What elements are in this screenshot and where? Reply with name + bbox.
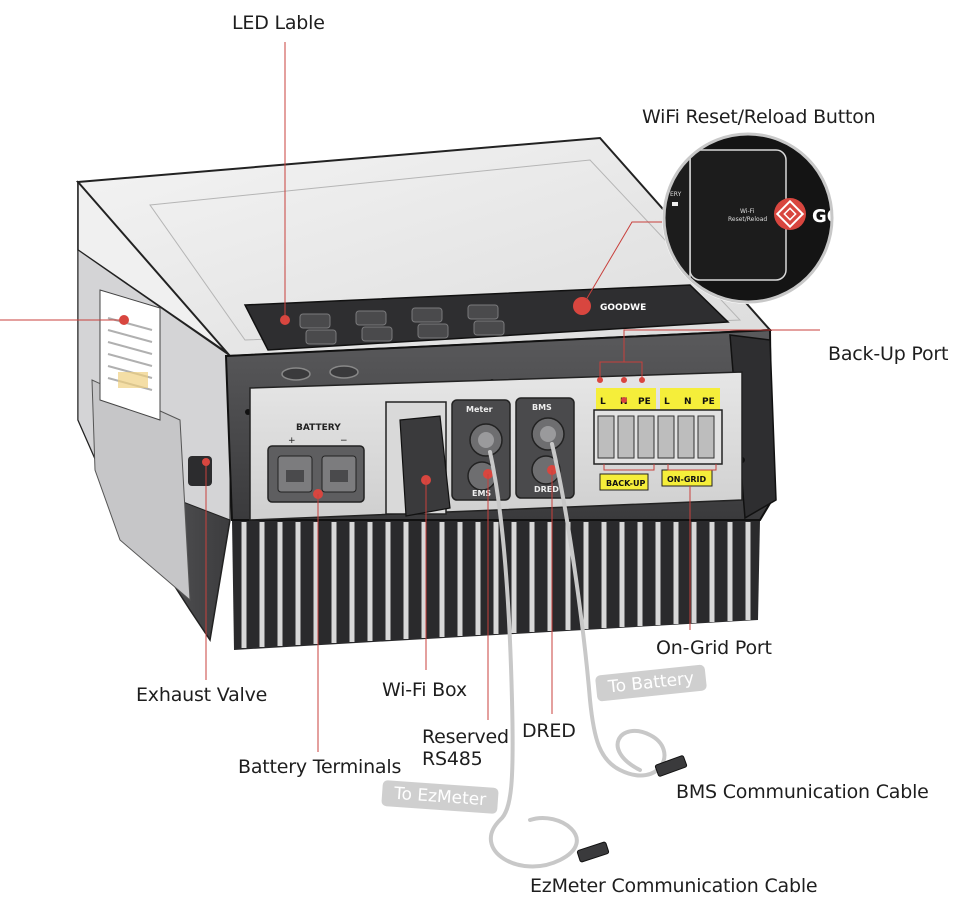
bms-port-block: BMS DRED [515, 397, 575, 499]
led-lable-label: LED Lable [232, 12, 325, 34]
side-label-dot [119, 315, 129, 325]
panel-brand: GOODWE [600, 303, 646, 313]
svg-text:ON-GRID: ON-GRID [667, 475, 707, 484]
svg-text:Wi-Fi: Wi-Fi [740, 208, 755, 215]
battery-terminal-block: BATTERY + − [267, 423, 365, 503]
battery-terminals-label: Battery Terminals [238, 756, 402, 778]
ongrid-terms-highlight [660, 388, 720, 410]
led-lable-dot [280, 315, 290, 325]
exhaust-valve-dot [202, 458, 210, 466]
wifi-box-part [385, 401, 451, 517]
inverter-top: GOODWE [75, 136, 773, 358]
heatsink [232, 520, 760, 650]
backup-under-bracket [603, 464, 655, 471]
svg-text:GO: GO [812, 206, 842, 227]
svg-text:EMS: EMS [472, 489, 491, 498]
wifi-reset-label: WiFi Reset/Reload Button [642, 106, 876, 128]
svg-text:L: L [600, 397, 606, 407]
meter-port-block: Meter EMS [451, 399, 511, 501]
wifi-box-label: Wi-Fi Box [382, 679, 467, 701]
backup-badge [599, 473, 649, 491]
svg-text:PE: PE [638, 397, 651, 407]
reserved-label: Reserved [422, 726, 509, 748]
svg-text:DRED: DRED [534, 485, 559, 494]
svg-text:+: + [288, 436, 296, 446]
backup-port-leader [623, 329, 820, 362]
svg-text:Meter: Meter [466, 405, 493, 414]
svg-text:BMS: BMS [532, 403, 552, 412]
bms-cable [550, 442, 667, 778]
terminal-cell [617, 415, 635, 459]
terminal-cell [677, 415, 695, 459]
rs485-label: RS485 [422, 748, 483, 770]
ac-terminal-block: L N PE L N PE BACK-UP ON-GRID [593, 388, 723, 491]
svg-text:L: L [664, 397, 670, 407]
backup-port-label: Back-Up Port [828, 343, 949, 365]
leader-lines [0, 42, 820, 752]
ongrid-port-label: On-Grid Port [656, 637, 772, 659]
terminal-cell [637, 415, 655, 459]
bms-cable-label: BMS Communication Cable [676, 781, 929, 803]
battery-plate-label: BATTERY [296, 423, 341, 433]
dred-label: DRED [522, 720, 576, 742]
ezmeter-cable [488, 450, 579, 869]
exhaust-valve-label: Exhaust Valve [136, 684, 268, 706]
wifi-reset-zoom: ERY Wi-Fi Reset/Reload GO [662, 132, 842, 304]
svg-text:BACK-UP: BACK-UP [606, 479, 645, 488]
svg-text:Reset/Reload: Reset/Reload [728, 216, 767, 223]
backup-bracket [599, 361, 643, 380]
terminal-cell [697, 415, 715, 459]
ongrid-under-bracket [667, 464, 717, 471]
svg-text:ERY: ERY [670, 191, 682, 198]
ezmeter-cable-label: EzMeter Communication Cable [530, 875, 818, 897]
svg-text:PE: PE [702, 397, 715, 407]
svg-text:N: N [684, 397, 692, 407]
terminal-cell [657, 415, 675, 459]
svg-text:−: − [340, 436, 348, 446]
bms-plug [654, 755, 688, 777]
terminal-cell [597, 415, 615, 459]
ezmeter-plug [576, 841, 610, 863]
wifi-reset-leader [585, 221, 662, 301]
wifi-reset-button[interactable] [573, 297, 591, 315]
